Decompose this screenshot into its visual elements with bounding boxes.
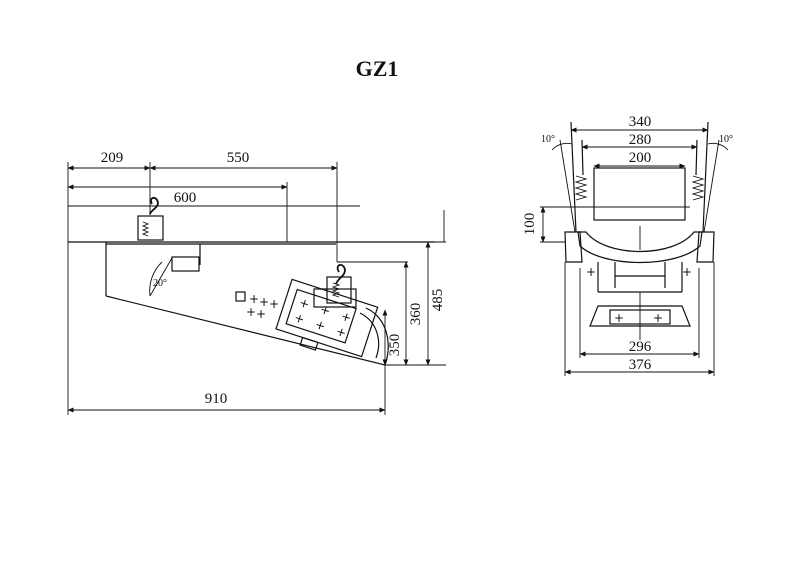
dim-label-376: 376 xyxy=(629,357,652,373)
bolt-mark: + xyxy=(259,295,269,309)
dim-label-360: 360 xyxy=(408,303,424,326)
motor-base xyxy=(589,305,691,327)
bolt-mark: + xyxy=(313,317,327,333)
dim-label-340: 340 xyxy=(629,114,652,130)
hook-left xyxy=(149,196,159,215)
vibrator-motor: + + + + + + xyxy=(275,278,379,358)
rod-left-inner xyxy=(581,139,584,176)
dim-label-200: 200 xyxy=(629,150,652,166)
angle-line-right xyxy=(703,139,720,233)
mount-bracket xyxy=(235,291,246,302)
bolt-mark: + xyxy=(246,305,256,319)
inspection-window xyxy=(171,256,200,272)
bolt-mark: + xyxy=(586,265,596,279)
dim-label-209: 209 xyxy=(101,150,124,166)
discharge-lip-inner xyxy=(359,312,380,359)
spring-housing-right xyxy=(326,276,352,304)
angle-label-left: 10° xyxy=(541,134,555,145)
dim-label-485: 485 xyxy=(430,289,446,312)
bolt-mark: + xyxy=(269,297,279,311)
spring-right xyxy=(331,282,341,298)
bolt-mark: + xyxy=(614,311,624,325)
side-view: 209 550 600 20° + + + + + xyxy=(67,150,446,415)
dim-label-296: 296 xyxy=(629,339,652,355)
trough-bottom-edge xyxy=(105,295,386,366)
spring-housing-left xyxy=(137,215,164,241)
dim-label-280: 280 xyxy=(629,132,652,148)
motor-housing xyxy=(275,278,379,358)
rod-right xyxy=(702,121,709,233)
bolt-mark: + xyxy=(256,307,266,321)
bracket-right xyxy=(696,231,715,263)
bolt-mark: + xyxy=(653,311,663,325)
spring-right-front xyxy=(691,175,705,201)
bracket-left xyxy=(564,231,583,263)
spring-base-right xyxy=(313,288,357,308)
spring-left xyxy=(141,221,150,237)
drawing-title: GZ1 xyxy=(356,56,399,81)
bolt-mark: + xyxy=(318,302,332,318)
angle-ray xyxy=(149,257,173,297)
front-view: 340 280 200 10° 10° 100 + + xyxy=(522,114,733,376)
angle-arc-left xyxy=(551,142,573,151)
dim-label-600: 600 xyxy=(174,190,197,206)
spring-left-front xyxy=(574,175,588,201)
motor-foot xyxy=(299,336,319,351)
bolt-mark: + xyxy=(339,309,353,325)
rod-right-inner xyxy=(695,139,698,176)
angle-arc xyxy=(149,261,163,297)
bolt-mark: + xyxy=(249,292,259,306)
bolt-mark: + xyxy=(297,295,311,311)
dim-label-550: 550 xyxy=(227,150,250,166)
dim-label-350: 350 xyxy=(387,334,403,357)
angle-arc-right xyxy=(707,142,729,151)
bolt-mark: + xyxy=(682,265,692,279)
dim-label-910: 910 xyxy=(205,391,228,407)
bolt-mark: + xyxy=(334,324,348,340)
bolt-mark: + xyxy=(292,310,306,326)
angle-line-left xyxy=(559,139,576,233)
hook-right xyxy=(335,264,346,285)
trough-upper-box xyxy=(593,167,686,221)
dim-label-100: 100 xyxy=(522,213,538,236)
angle-label: 20° xyxy=(153,278,167,289)
rod-left xyxy=(570,121,577,233)
angle-label-right: 10° xyxy=(719,134,733,145)
